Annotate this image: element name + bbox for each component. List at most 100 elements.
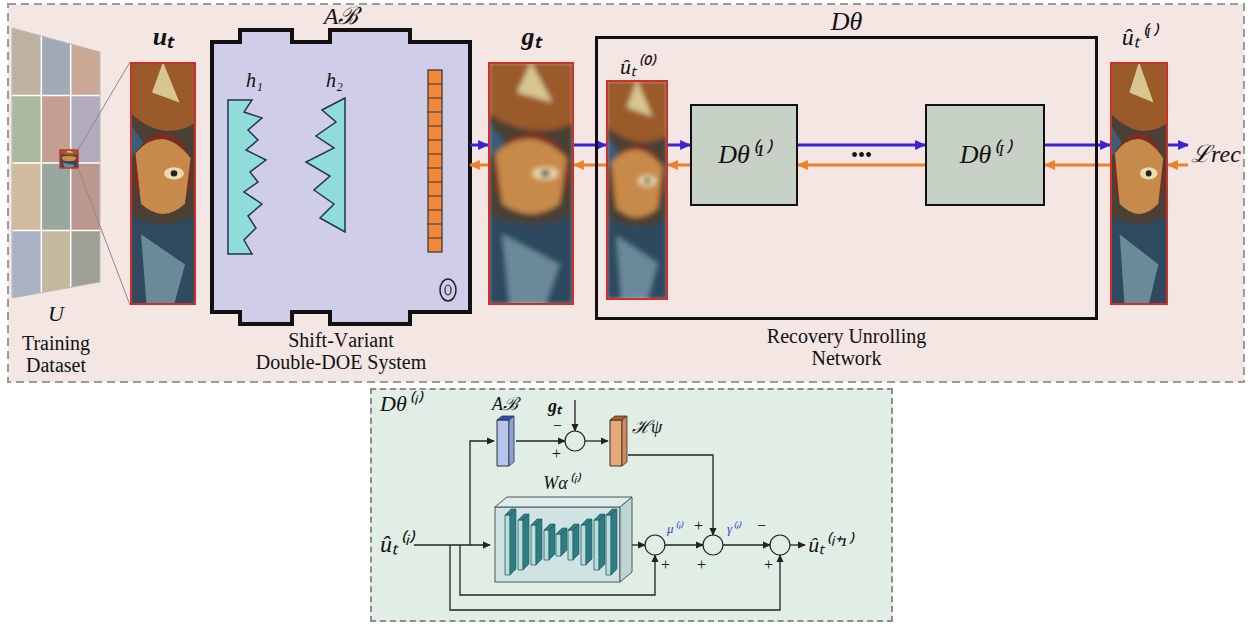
zoom-lines [78, 62, 130, 305]
flow-arrow [574, 144, 606, 147]
stage-output: ûₜ⁽ⁱ⁺¹⁾ [806, 531, 854, 559]
text-slot: ℋψ [632, 418, 662, 437]
text-slot: Dθ [817, 8, 877, 35]
recovered-image: ûₜ⁽ᴵ⁾ [1110, 62, 1168, 305]
text-slot: Dθ⁽ᴵ⁾ [927, 106, 1043, 204]
denoiser-layer-tops [505, 509, 617, 575]
continuation-dots: ••• [849, 149, 874, 161]
learned-operator-block: ℋψ [608, 414, 628, 468]
flow-arrow [668, 144, 690, 147]
art-shape [665, 544, 703, 545]
text-slot: Dθ⁽ⁱ⁾ [380, 392, 421, 415]
doe-one [228, 100, 266, 254]
sensor-cells [428, 84, 442, 238]
measurement-symbol: gₜ [548, 397, 561, 416]
text-slot: ûₜ⁽ᴵ⁾ [1104, 25, 1174, 50]
denoiser-layers [505, 515, 611, 575]
label-slot: + [764, 557, 773, 574]
learned-slab-front [610, 420, 622, 466]
text-slot: ûₜ⁽ⁱ⁾ [378, 530, 414, 560]
bottom-panel-ground [370, 388, 893, 622]
text-slot: gₜ [501, 23, 561, 50]
initial-picture [606, 80, 668, 300]
flow-arrow [1168, 164, 1188, 167]
dataset-mosaic-art [0, 0, 120, 320]
sign-mark: + [661, 557, 670, 574]
label-slot: γ⁽ⁱ⁾ [727, 522, 740, 536]
text-slot: Recovery Unrolling Network [747, 325, 947, 369]
art-shape [585, 440, 608, 441]
art-shape [632, 544, 645, 545]
flow-arrow [668, 164, 690, 167]
denoiser-cube-top [495, 497, 632, 507]
sign-mark: − [553, 418, 562, 435]
text-slot: Aℬ [485, 395, 525, 414]
stage-detail-art [450, 400, 805, 610]
signal-wires [450, 400, 805, 610]
art-shape [470, 441, 494, 545]
label-slot: − [553, 418, 562, 435]
connector-group [414, 145, 1188, 545]
estimate-symbol: ûₜ⁽ⁱ⁾ [380, 532, 412, 557]
denoiser-cube-side [620, 497, 632, 582]
aperture [440, 279, 456, 301]
operator-symbol: Aℬ [311, 4, 371, 28]
flow-arrow [1168, 144, 1188, 147]
art-shape [723, 544, 770, 545]
text-slot: U [26, 302, 86, 325]
flow-arrow [574, 164, 606, 167]
operator-symbol: ℋψ [632, 418, 662, 437]
measurement-picture [488, 62, 574, 305]
dataset-caption: Training Dataset [6, 332, 106, 376]
text-slot: uₜ [133, 23, 193, 50]
doe-label: h₂ [326, 70, 343, 91]
art-shape [516, 440, 565, 441]
stage-box: Dθ⁽¹⁾ [690, 104, 798, 206]
sign-mark: + [694, 518, 703, 535]
dataset-symbol: U [26, 302, 86, 325]
flow-arrow [1045, 164, 1110, 167]
learned-slab-side [622, 416, 627, 466]
weight-symbol: γ⁽ⁱ⁾ [727, 522, 740, 536]
input-image: uₜ [130, 62, 196, 305]
image-symbol: gₜ [501, 23, 561, 50]
sign-mark: + [697, 557, 706, 574]
input-picture [130, 62, 196, 305]
text-slot: Wα⁽ⁱ⁾ [526, 474, 596, 493]
sum-node [645, 535, 665, 555]
label-slot: − [757, 518, 766, 535]
flow-arrow [1045, 144, 1110, 147]
sign-mark: − [757, 518, 766, 535]
operator-symbol: Aℬ [485, 395, 525, 414]
loss-symbol: ℒrec [1191, 142, 1241, 167]
art-shape [790, 544, 805, 545]
initial-estimate: ûₜ⁽⁰⁾ [606, 80, 668, 300]
sign-mark: + [764, 557, 773, 574]
text-slot: ℒrec [1188, 139, 1244, 171]
panel-title: Dθ⁽ⁱ⁾ [380, 392, 421, 415]
doe-two [306, 98, 345, 232]
forward-operator-block: Aℬ [494, 414, 516, 468]
image-symbol: ûₜ⁽⁰⁾ [602, 55, 672, 78]
measurement-image: gₜ [488, 62, 574, 305]
art-shape [212, 30, 470, 324]
loss-term: ℒrec [1188, 139, 1244, 171]
text-slot: ûₜ⁽⁰⁾ [602, 55, 672, 78]
sign-mark: + [552, 446, 561, 463]
text-slot: Dθ⁽¹⁾ [692, 106, 796, 204]
art-shape [445, 285, 451, 295]
dataset-outline [12, 28, 100, 298]
crop-frame [60, 150, 78, 168]
image-symbol: ûₜ⁽ᴵ⁾ [1104, 25, 1174, 50]
system-caption: Shift-Variant Double-DOE System [255, 329, 428, 373]
label-slot: + [661, 557, 670, 574]
image-symbol: uₜ [133, 23, 193, 50]
label-slot: gₜ [548, 397, 561, 416]
text-slot: Aℬ [311, 4, 371, 28]
dataset-mosaic: UTraining Dataset [12, 28, 100, 298]
label-slot: + [697, 557, 706, 574]
sum-node [703, 535, 723, 555]
optical-device-art [212, 30, 470, 324]
